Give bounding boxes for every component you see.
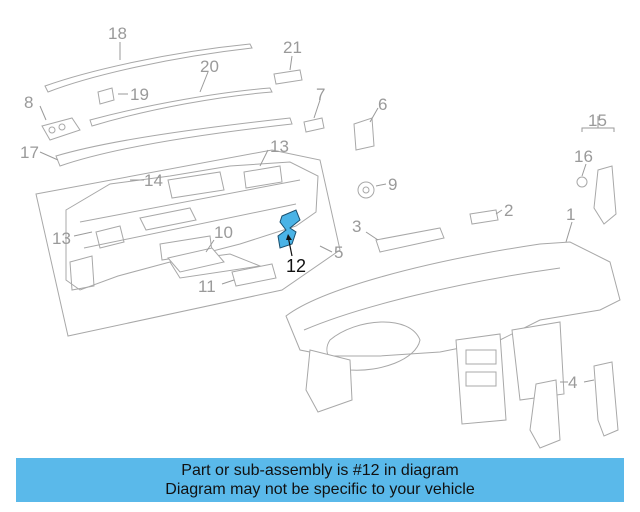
callout-9: 9 (388, 175, 397, 194)
part-6-bracket (353, 107, 379, 151)
info-banner: Part or sub-assembly is #12 in diagram D… (16, 458, 624, 502)
callout-10: 10 (214, 223, 233, 242)
callout-12: 12 (286, 256, 306, 276)
part-15-group (576, 116, 617, 225)
callout-15: 15 (588, 111, 607, 130)
part-11-brace (221, 263, 277, 287)
part-12-highlighted[interactable] (277, 209, 301, 257)
banner-line-1: Part or sub-assembly is #12 in diagram (181, 462, 459, 479)
callout-19: 19 (130, 85, 149, 104)
callout-20: 20 (200, 57, 219, 76)
callout-14: 14 (144, 171, 163, 190)
callout-18: 18 (108, 24, 127, 43)
parts-diagram: 18 21 20 19 8 17 (20, 24, 621, 449)
callout-17: 17 (20, 143, 39, 162)
part-17-strip (39, 117, 293, 167)
part-8-grille (39, 105, 81, 141)
part-21-bracket (273, 55, 303, 85)
callout-4: 4 (568, 373, 577, 392)
part-9-knob (357, 181, 387, 199)
group-5-outline (35, 149, 341, 337)
part-19-clip (97, 87, 128, 105)
part-7-clip (303, 99, 325, 133)
part-4-ducts (529, 361, 619, 449)
callout-13-lower: 13 (52, 229, 71, 248)
callout-16: 16 (574, 147, 593, 166)
callout-13-upper: 13 (270, 137, 289, 156)
part-20-strip (89, 71, 273, 127)
callout-6: 6 (378, 95, 387, 114)
callout-7: 7 (316, 85, 325, 104)
callout-11: 11 (198, 277, 216, 296)
callout-3: 3 (352, 217, 361, 236)
banner-line-2: Diagram may not be specific to your vehi… (165, 481, 475, 498)
callout-2: 2 (504, 201, 513, 220)
callout-8: 8 (24, 93, 33, 112)
part-2-bracket (469, 209, 503, 225)
part-3-bracket (365, 227, 445, 253)
part-10-bracket (167, 239, 225, 273)
callout-1: 1 (566, 205, 575, 224)
callout-21: 21 (283, 38, 302, 57)
callout-5: 5 (334, 243, 343, 262)
part-18-strip (44, 42, 253, 93)
